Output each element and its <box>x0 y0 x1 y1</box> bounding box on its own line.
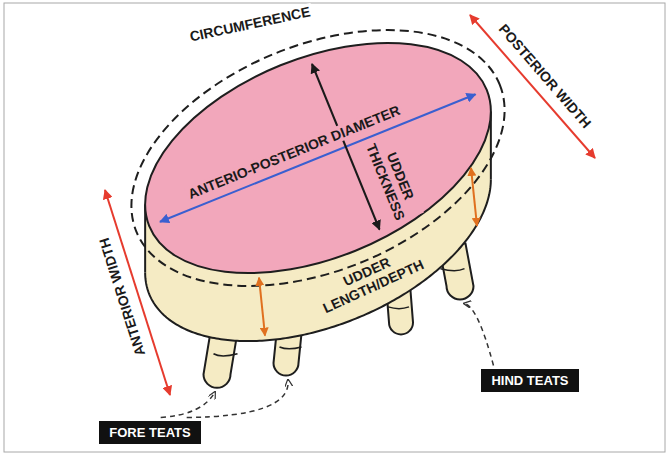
leader-line <box>464 303 493 365</box>
depth-arrows <box>259 168 477 336</box>
box-label: HIND TEATS <box>491 373 568 388</box>
teat-ring <box>214 354 238 356</box>
depth-arrow <box>259 278 265 336</box>
teat-ring <box>441 269 465 271</box>
leader-lines <box>161 303 494 417</box>
teat-ring <box>388 307 409 309</box>
leader-line <box>161 392 215 418</box>
diameter-arrow <box>160 94 476 222</box>
teat-label-box: HIND TEATS <box>481 369 578 392</box>
circumference-line <box>94 0 542 336</box>
udder-body <box>112 0 524 387</box>
depth-arrow <box>471 168 477 226</box>
box-label: FORE TEATS <box>109 425 190 440</box>
teat-ring <box>280 347 302 349</box>
leader-line <box>187 380 288 418</box>
posterior-width-arrow <box>470 15 595 158</box>
teat-label-box: FORE TEATS <box>99 421 200 444</box>
